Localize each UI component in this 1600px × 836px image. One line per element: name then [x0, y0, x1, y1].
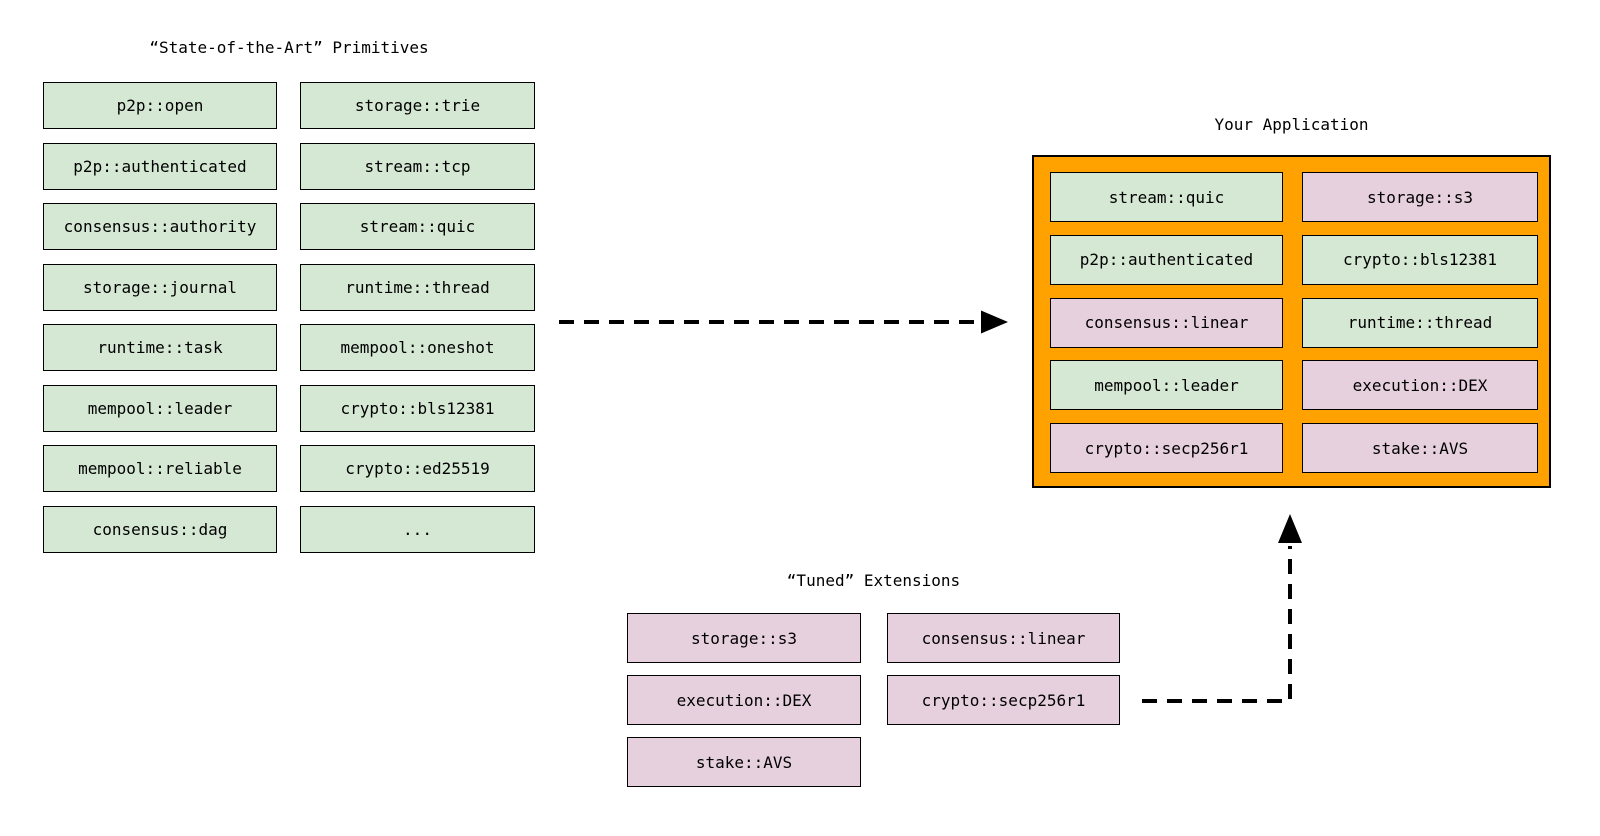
- primitive-box-ellipsis: ...: [300, 505, 535, 553]
- primitives-title: “State-of-the-Art” Primitives: [149, 38, 429, 57]
- extensions-grid: storage::s3 execution::DEX stake::AVS co…: [627, 613, 1120, 787]
- primitive-box: consensus::authority: [43, 203, 277, 250]
- app-module-box: p2p::authenticated: [1050, 234, 1283, 285]
- primitive-box: p2p::authenticated: [43, 142, 277, 190]
- extensions-title: “Tuned” Extensions: [786, 571, 961, 590]
- primitive-box: storage::trie: [300, 82, 535, 129]
- primitive-box: stream::quic: [300, 203, 535, 250]
- primitive-box: storage::journal: [43, 263, 277, 311]
- app-module-box: storage::s3: [1302, 172, 1538, 222]
- app-module-box: execution::DEX: [1302, 360, 1538, 411]
- application-title: Your Application: [1214, 115, 1369, 134]
- primitive-box: consensus::dag: [43, 505, 277, 553]
- app-module-box: stream::quic: [1050, 172, 1283, 222]
- primitives-grid: p2p::open p2p::authenticated consensus::…: [43, 82, 535, 553]
- arrow-primitives-to-application: [559, 310, 1008, 334]
- arrowhead-right-icon: [981, 310, 1008, 334]
- app-module-box: crypto::secp256r1: [1050, 423, 1283, 473]
- extension-box: storage::s3: [627, 613, 861, 663]
- primitive-box: crypto::ed25519: [300, 445, 535, 492]
- app-module-box: runtime::thread: [1302, 297, 1538, 348]
- extension-box: stake::AVS: [627, 737, 861, 787]
- primitive-box: mempool::oneshot: [300, 324, 535, 371]
- app-module-box: consensus::linear: [1050, 297, 1283, 348]
- primitive-box: runtime::task: [43, 324, 277, 371]
- arrow-dashed-elbow-line: [1142, 546, 1292, 703]
- app-module-box: stake::AVS: [1302, 423, 1538, 473]
- primitive-box: runtime::thread: [300, 263, 535, 311]
- primitive-box: mempool::leader: [43, 384, 277, 432]
- arrowhead-up-icon: [1278, 514, 1302, 543]
- app-module-box: crypto::bls12381: [1302, 234, 1538, 285]
- primitive-box: p2p::open: [43, 82, 277, 129]
- application-container: stream::quic p2p::authenticated consensu…: [1032, 155, 1551, 488]
- extension-box: execution::DEX: [627, 675, 861, 725]
- primitive-box: stream::tcp: [300, 142, 535, 190]
- app-module-box: mempool::leader: [1050, 360, 1283, 411]
- primitive-box: mempool::reliable: [43, 445, 277, 492]
- arrow-extensions-to-application: [1142, 514, 1302, 703]
- extension-box: crypto::secp256r1: [887, 675, 1120, 725]
- extension-box: consensus::linear: [887, 613, 1120, 663]
- primitive-box: crypto::bls12381: [300, 384, 535, 432]
